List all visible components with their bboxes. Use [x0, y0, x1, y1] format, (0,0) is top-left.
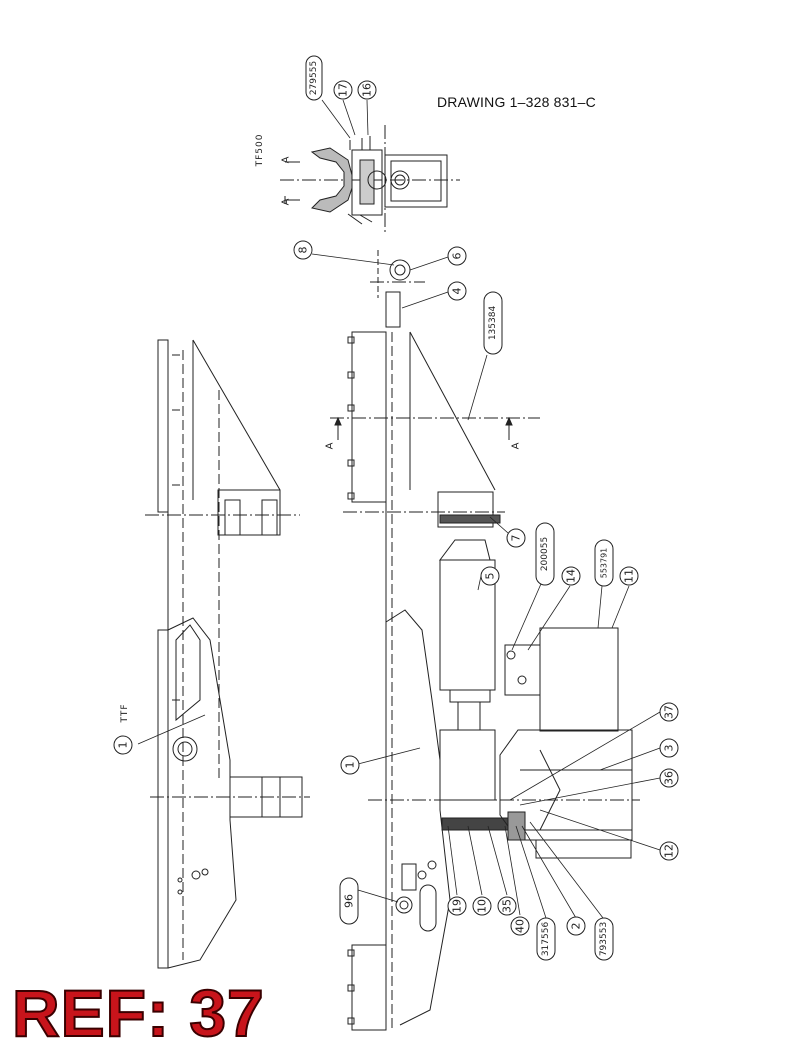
callout-200055: 200055 — [540, 537, 550, 571]
callout-37: 37 — [663, 705, 676, 719]
section-view-a-a — [280, 125, 460, 235]
label-tf500: TF500 — [255, 134, 265, 168]
callout-96: 96 — [343, 894, 356, 908]
label-section-a-3: A — [325, 442, 336, 449]
callout-2: 2 — [570, 923, 583, 930]
callout-4: 4 — [451, 288, 464, 295]
label-section-a-2: A — [281, 156, 292, 163]
callout-14: 14 — [565, 569, 578, 583]
callout-1-left: 1 — [117, 742, 130, 749]
callout-3: 3 — [663, 745, 676, 752]
main-view-bolts — [347, 336, 355, 1025]
label-section-a-1: A — [281, 198, 292, 205]
label-ttf: TTF — [120, 703, 130, 723]
side-view-left — [145, 339, 310, 969]
callout-317556: 317556 — [541, 922, 551, 957]
callout-shapes — [113, 55, 679, 961]
callout-11: 11 — [623, 569, 636, 583]
callout-16: 16 — [361, 83, 374, 97]
callout-8: 8 — [297, 247, 310, 254]
callout-40: 40 — [514, 919, 527, 933]
callout-135384: 135384 — [488, 306, 498, 341]
leader-lines — [137, 99, 661, 919]
callout-36: 36 — [663, 771, 676, 785]
main-view — [330, 250, 640, 1031]
callout-10: 10 — [476, 899, 489, 913]
callout-553791: 553791 — [600, 548, 609, 579]
callout-1-main: 1 — [344, 762, 357, 769]
callout-12: 12 — [663, 844, 676, 858]
callout-5: 5 — [484, 573, 497, 580]
callout-279555: 279555 — [309, 61, 319, 95]
callout-6: 6 — [451, 253, 464, 260]
callout-17: 17 — [337, 83, 350, 97]
label-section-a-4: A — [511, 442, 522, 449]
callout-19: 19 — [451, 899, 464, 913]
ref-label: REF: 37 — [11, 976, 265, 1050]
drawing-title: DRAWING 1–328 831–C — [437, 94, 596, 110]
callout-35: 35 — [501, 899, 514, 913]
callout-7: 7 — [510, 535, 523, 542]
callout-793553: 793553 — [599, 922, 609, 956]
